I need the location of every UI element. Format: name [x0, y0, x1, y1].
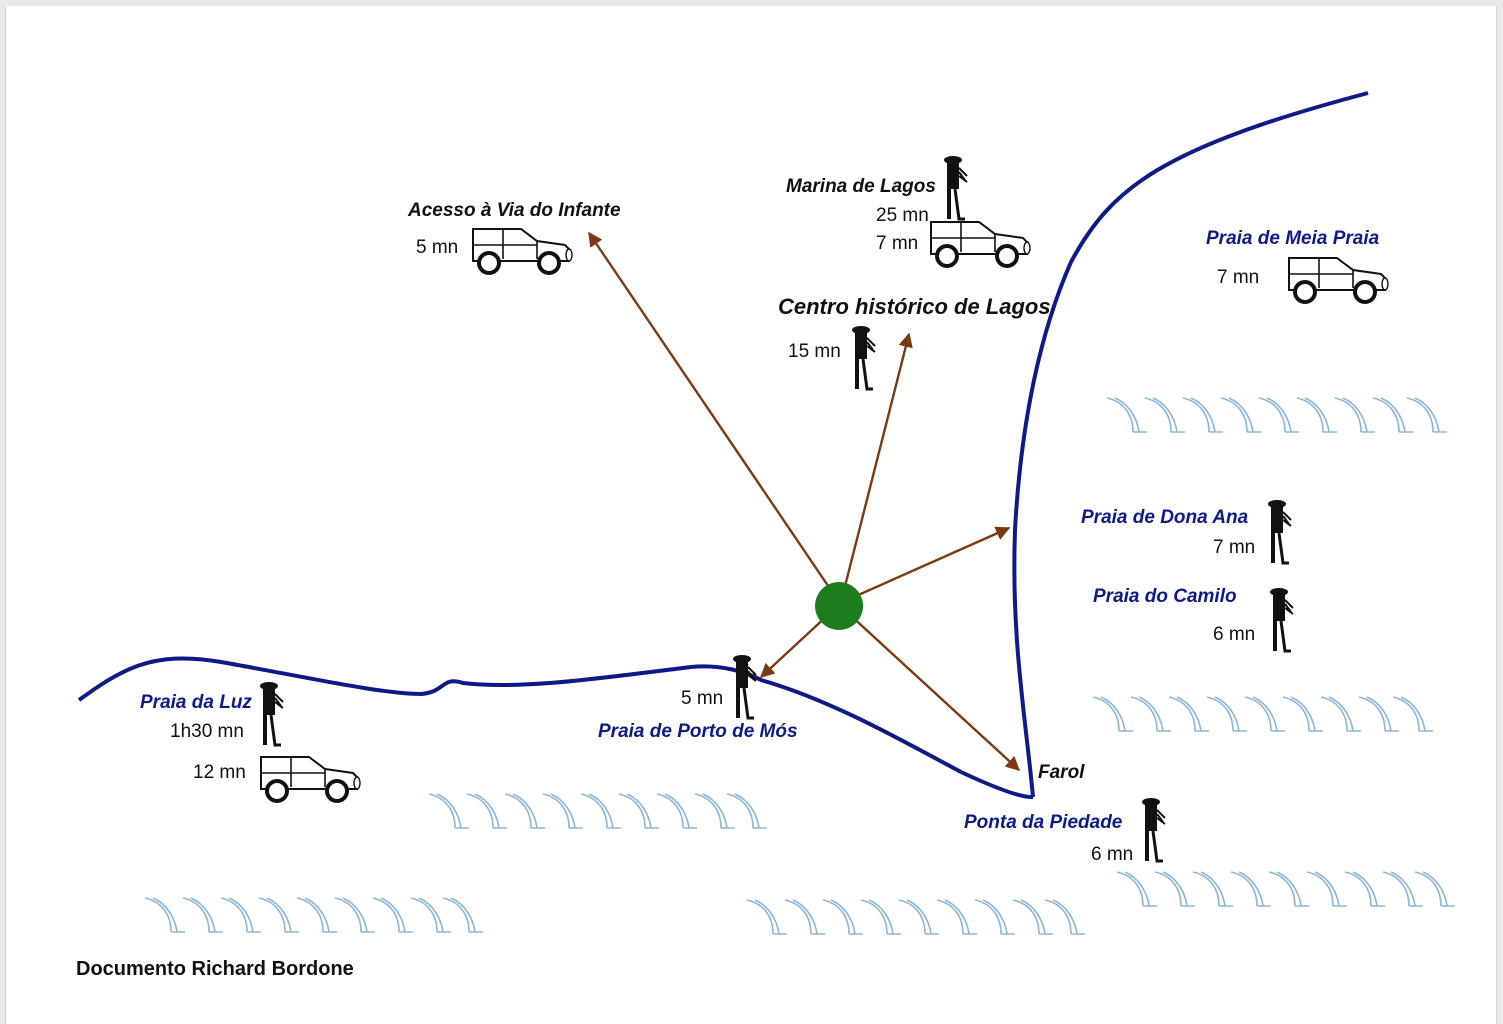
waves-group-2	[1092, 696, 1434, 732]
meia-praia-car-time: 7 mn	[1217, 267, 1260, 288]
porto-mos-label: Praia de Porto de Mós	[598, 721, 798, 742]
walking-person-icon	[1266, 498, 1293, 565]
marina-car-time: 7 mn	[876, 233, 919, 254]
centro-label: Centro histórico de Lagos	[778, 294, 1051, 319]
coastline-east	[1012, 91, 1369, 798]
marina-label: Marina de Lagos	[786, 176, 936, 197]
camilo-walk-time: 6 mn	[1213, 624, 1256, 645]
camilo-label: Praia do Camilo	[1093, 586, 1237, 607]
piedade-walk-time: 6 mn	[1091, 844, 1134, 865]
farol-label: Farol	[1038, 762, 1085, 783]
route-to-farol	[848, 613, 1021, 771]
waves-group-3	[428, 793, 768, 829]
route-arrows	[588, 231, 1021, 771]
walking-person-icon	[258, 680, 285, 747]
car-icon	[471, 227, 574, 275]
car-icon	[1287, 256, 1390, 304]
route-to-centro	[839, 332, 913, 603]
via-infante-label: Acesso à Via do Infante	[408, 200, 621, 221]
centro-walk-time: 15 mn	[788, 341, 841, 362]
walking-person-icon	[1268, 586, 1295, 653]
origin-marker-icon	[815, 582, 863, 630]
dona-ana-label: Praia de Dona Ana	[1081, 507, 1249, 528]
map-canvas	[77, 91, 1456, 935]
piedade-label: Ponta da Piedade	[964, 812, 1123, 833]
coastline-west	[77, 656, 1034, 800]
walking-person-icon	[1140, 796, 1167, 863]
porto-mos-walk-time: 5 mn	[681, 688, 724, 709]
map-sheet: Acesso à Via do Infante 5 mn Marina de L…	[5, 6, 1497, 1024]
waves-group-1	[1106, 397, 1448, 433]
walking-person-icon	[731, 653, 758, 720]
route-to-via-infante	[588, 231, 840, 603]
waves-group-4	[144, 897, 484, 933]
dona-ana-walk-time: 7 mn	[1213, 537, 1256, 558]
via-infante-car-time: 5 mn	[416, 237, 459, 258]
walking-person-icon	[850, 324, 877, 391]
walking-person-icon	[942, 154, 969, 221]
luz-car-time: 12 mn	[193, 762, 246, 783]
document-credit: Documento Richard Bordone	[76, 958, 354, 980]
car-icon	[259, 755, 362, 803]
route-to-porto-mos	[759, 613, 830, 678]
waves-group-6	[1116, 871, 1456, 907]
meia-praia-label: Praia de Meia Praia	[1206, 228, 1380, 249]
car-icon	[929, 220, 1032, 268]
waves-group-5	[746, 899, 1086, 935]
marina-walk-time: 25 mn	[876, 205, 929, 226]
route-to-dona-ana	[846, 526, 1011, 602]
luz-label: Praia da Luz	[140, 692, 252, 713]
luz-walk-time: 1h30 mn	[170, 721, 244, 742]
